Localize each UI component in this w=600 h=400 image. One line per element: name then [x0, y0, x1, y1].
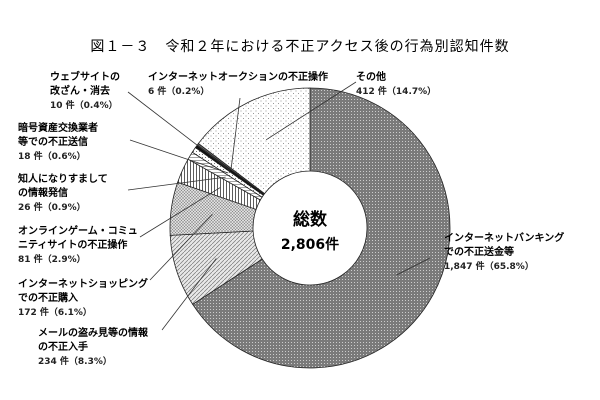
leader-line-1 — [161, 258, 217, 331]
slice-8 — [197, 87, 311, 195]
chart-title: 図１－３ 令和２年における不正アクセス後の行為別認知件数 — [90, 39, 510, 55]
total-label: 総数 — [293, 210, 327, 230]
leader-line-2 — [149, 213, 213, 281]
leader-line-6 — [127, 91, 231, 171]
leader-line-0 — [396, 257, 431, 276]
total-value: 2,806件 — [280, 237, 340, 253]
leader-line-8 — [265, 81, 357, 141]
leader-line-3 — [139, 187, 221, 238]
slice-0 — [192, 87, 451, 369]
leader-line-5 — [129, 139, 229, 174]
donut-center: 総数 2,806件 — [250, 205, 370, 254]
leader-line-4 — [127, 176, 226, 191]
leader-line-7 — [230, 97, 241, 170]
